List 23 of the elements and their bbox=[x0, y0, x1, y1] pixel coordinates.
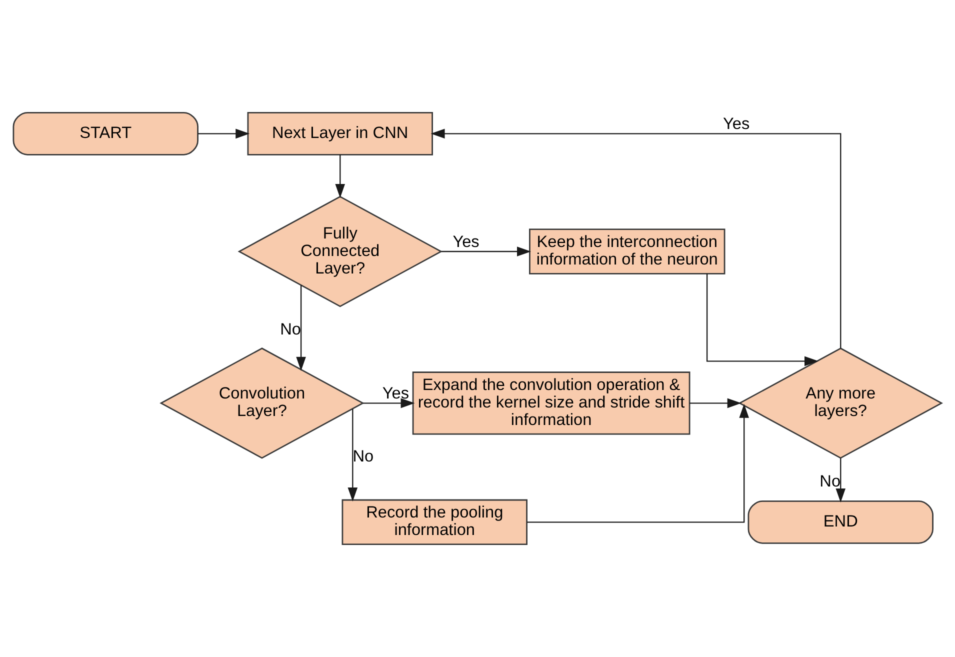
arrow bbox=[430, 128, 842, 348]
arrow bbox=[348, 408, 358, 502]
arrow bbox=[706, 274, 818, 366]
arrow bbox=[198, 128, 250, 139]
node-box: Next Layer in CNN bbox=[247, 112, 433, 156]
node-box: END bbox=[748, 500, 934, 544]
node-box: START bbox=[12, 112, 198, 156]
arrow bbox=[296, 285, 306, 371]
arrow bbox=[527, 404, 749, 523]
node-diamond: Fully Connected Layer? bbox=[238, 196, 442, 308]
edge-label: No bbox=[280, 320, 301, 338]
edge-label: Yes bbox=[452, 233, 480, 252]
node-box: Expand the convolution operation & record the kernel size and stride shift information bbox=[412, 372, 690, 435]
arrow bbox=[363, 398, 415, 408]
edge-label: No bbox=[820, 472, 841, 491]
arrow bbox=[335, 154, 346, 198]
arrow bbox=[441, 246, 532, 256]
edge-label: Yes bbox=[382, 384, 409, 403]
arrow bbox=[836, 458, 846, 502]
edge-label: Yes bbox=[722, 115, 750, 134]
arrow bbox=[690, 398, 742, 408]
node-box: Record the pooling information bbox=[342, 499, 528, 546]
node-box: Keep the interconnection information of the neuron bbox=[529, 228, 726, 274]
